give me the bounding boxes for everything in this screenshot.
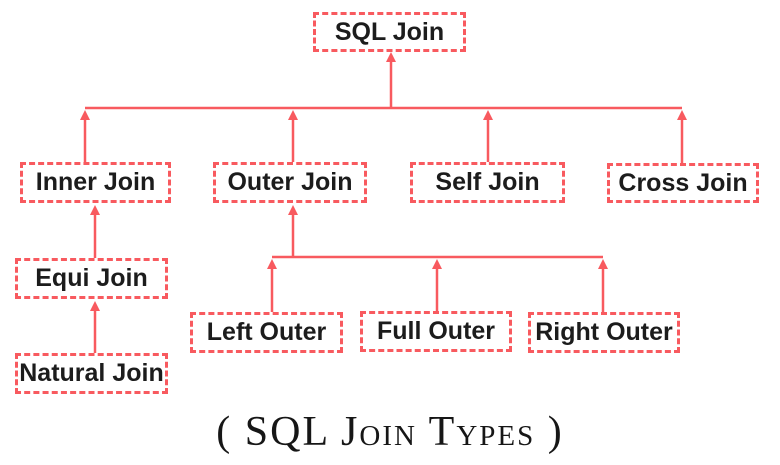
node-natural-join: Natural Join [15, 353, 168, 394]
node-left-outer: Left Outer [190, 312, 343, 353]
node-full-outer: Full Outer [360, 311, 512, 352]
node-cross-join: Cross Join [607, 163, 759, 203]
node-sql-join: SQL Join [313, 12, 466, 52]
diagram-caption: ( SQL Join Types ) [216, 409, 564, 455]
node-equi-join: Equi Join [15, 258, 168, 299]
node-self-join: Self Join [410, 162, 565, 203]
node-inner-join: Inner Join [20, 162, 171, 203]
node-outer-join: Outer Join [213, 162, 367, 203]
node-right-outer: Right Outer [528, 312, 680, 353]
